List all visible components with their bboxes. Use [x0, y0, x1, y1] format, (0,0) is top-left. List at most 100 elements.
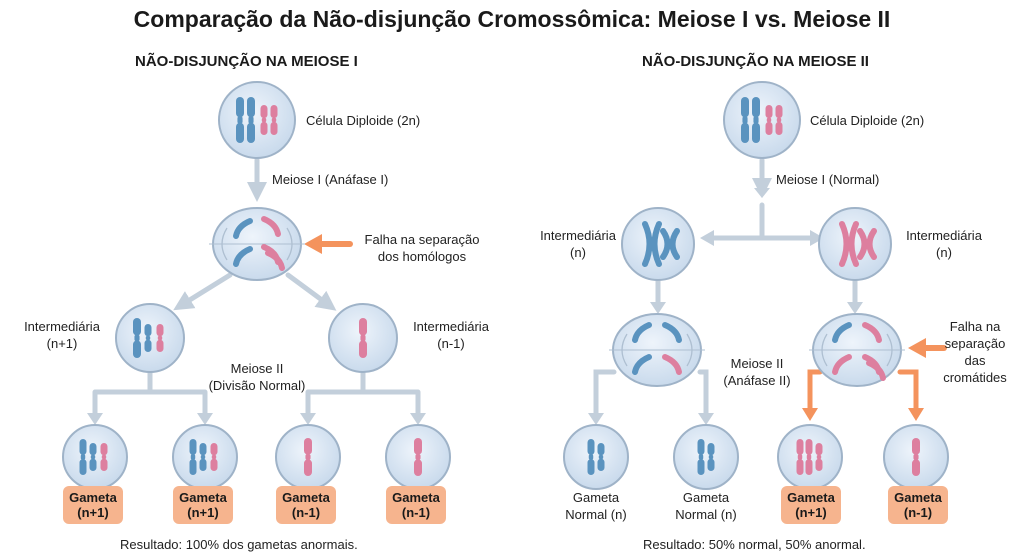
arrowhead: [588, 413, 604, 425]
right-heading: NÃO-DISJUNÇÃO NA MEIOSE II: [642, 53, 869, 70]
chromosome-arm: [189, 459, 197, 475]
right-inter-b-line2: (n): [936, 245, 952, 260]
separating-chromosome: [662, 322, 682, 343]
chromosome: [144, 324, 152, 352]
centromere: [588, 454, 594, 460]
chromosome-arm: [752, 97, 760, 118]
right-arrowheads: [588, 188, 863, 425]
centromere: [237, 116, 243, 124]
chromatid: [669, 228, 680, 260]
chromosome-arm: [707, 458, 715, 471]
chromosome-arm: [597, 458, 605, 471]
right-inter-cell-a: [621, 207, 695, 281]
arrow-inter-b-split: [305, 369, 421, 418]
arrow-inter-a-split: [92, 369, 208, 418]
chromosome-arm: [805, 439, 813, 455]
gameta-line1: Gameta: [282, 490, 330, 505]
chromosome-arm: [832, 354, 852, 375]
gameta-badge-left-4: Gameta (n-1): [386, 486, 446, 524]
chromosome-arm: [210, 443, 218, 456]
chromosome-arm: [662, 322, 682, 343]
left-step2-label: Meiose II (Divisão Normal): [196, 360, 318, 394]
chromosome-arm: [815, 458, 823, 471]
chromosome-arm: [359, 318, 367, 336]
right-inter-a-label: Intermediária (n): [530, 227, 626, 261]
chromosome-arm: [79, 439, 87, 455]
left-inter-a-label: Intermediária (n+1): [14, 318, 110, 352]
chromosome-arm: [210, 458, 218, 471]
gameta-badge-left-2: Gameta (n+1): [173, 486, 233, 524]
chromosome: [775, 105, 783, 135]
chromosome: [304, 438, 312, 476]
chromosome-arm: [247, 97, 255, 118]
chromosome-arm: [414, 438, 422, 455]
centromere: [157, 335, 163, 341]
separating-chromosome: [233, 218, 253, 239]
centromere: [190, 454, 196, 460]
chromosome-arm: [741, 97, 749, 118]
centromere: [753, 116, 759, 124]
gameta-line1: Gameta: [682, 490, 730, 505]
centromere: [134, 334, 140, 342]
arrowhead: [810, 230, 824, 246]
chromosome: [765, 105, 773, 135]
arrowhead: [698, 413, 714, 425]
chromosome-arm: [414, 459, 422, 476]
chromosome: [270, 105, 278, 135]
gameta-badge-right-3: Gameta (n+1): [781, 486, 841, 524]
gameta-line2: (n+1): [77, 505, 109, 520]
gameta-line2: Normal (n): [565, 507, 627, 522]
chromosome-arm: [233, 246, 253, 267]
centromere: [271, 117, 277, 123]
chromosome: [100, 443, 108, 471]
left-inter-a-line2: (n+1): [46, 336, 78, 351]
gameta-line2: (n-1): [401, 505, 431, 520]
chromosome-arm: [775, 105, 783, 119]
chromosome-arm: [265, 250, 285, 271]
separating-chromosome: [662, 354, 682, 375]
centromere: [598, 454, 604, 460]
chromosome: [912, 438, 920, 476]
chromosome-arm: [133, 340, 141, 358]
gameta-badge-right-4: Gameta (n-1): [888, 486, 948, 524]
chromosome: [697, 439, 705, 475]
chromatid: [642, 221, 653, 267]
separating-chromosome: [866, 360, 886, 381]
chromosome: [79, 439, 87, 475]
separating-chromosome: [265, 250, 285, 271]
right-step2-label: Meiose II (Anáfase II): [712, 355, 802, 389]
chromosome-arm: [189, 439, 197, 455]
chromatid: [651, 221, 662, 267]
separating-chromosome: [261, 216, 281, 237]
right-diploid-cell: [723, 81, 801, 159]
right-step2-line2: (Anáfase II): [723, 373, 791, 388]
chromosome: [587, 439, 595, 475]
left-arrowheads: [87, 413, 426, 425]
gameta-line1: Gameta: [572, 490, 620, 505]
cells-layer: [62, 81, 949, 490]
gameta-line1: Gameta: [69, 490, 117, 505]
left-error-arrow: [304, 234, 353, 254]
chromosome-arm: [587, 459, 595, 475]
chromosome-arm: [233, 218, 253, 239]
gameta-line1: Gameta: [787, 490, 835, 505]
gameta-line1: Gameta: [894, 490, 942, 505]
chromosome-arm: [261, 216, 281, 237]
chromosome-arm: [632, 354, 652, 375]
chromatid: [866, 228, 877, 260]
chromosome-arm: [144, 339, 152, 352]
chromosome-arm: [741, 122, 749, 143]
chromosome-arm: [805, 459, 813, 475]
chromosome-arm: [597, 443, 605, 456]
chromosome-arm: [144, 324, 152, 337]
chromosome: [236, 97, 244, 143]
chromosome-arm: [587, 439, 595, 455]
arrow-split-horizontal: [707, 202, 815, 241]
right-cell-label: Célula Diploide (2n): [810, 113, 925, 128]
x-chromosome: [660, 228, 680, 260]
chromosome-arm: [912, 459, 920, 476]
page-title: Comparação da Não-disjunção Cromossômica…: [133, 6, 891, 32]
chromosome: [707, 443, 715, 471]
right-error-arrow: [908, 338, 947, 358]
centromere: [415, 453, 421, 461]
